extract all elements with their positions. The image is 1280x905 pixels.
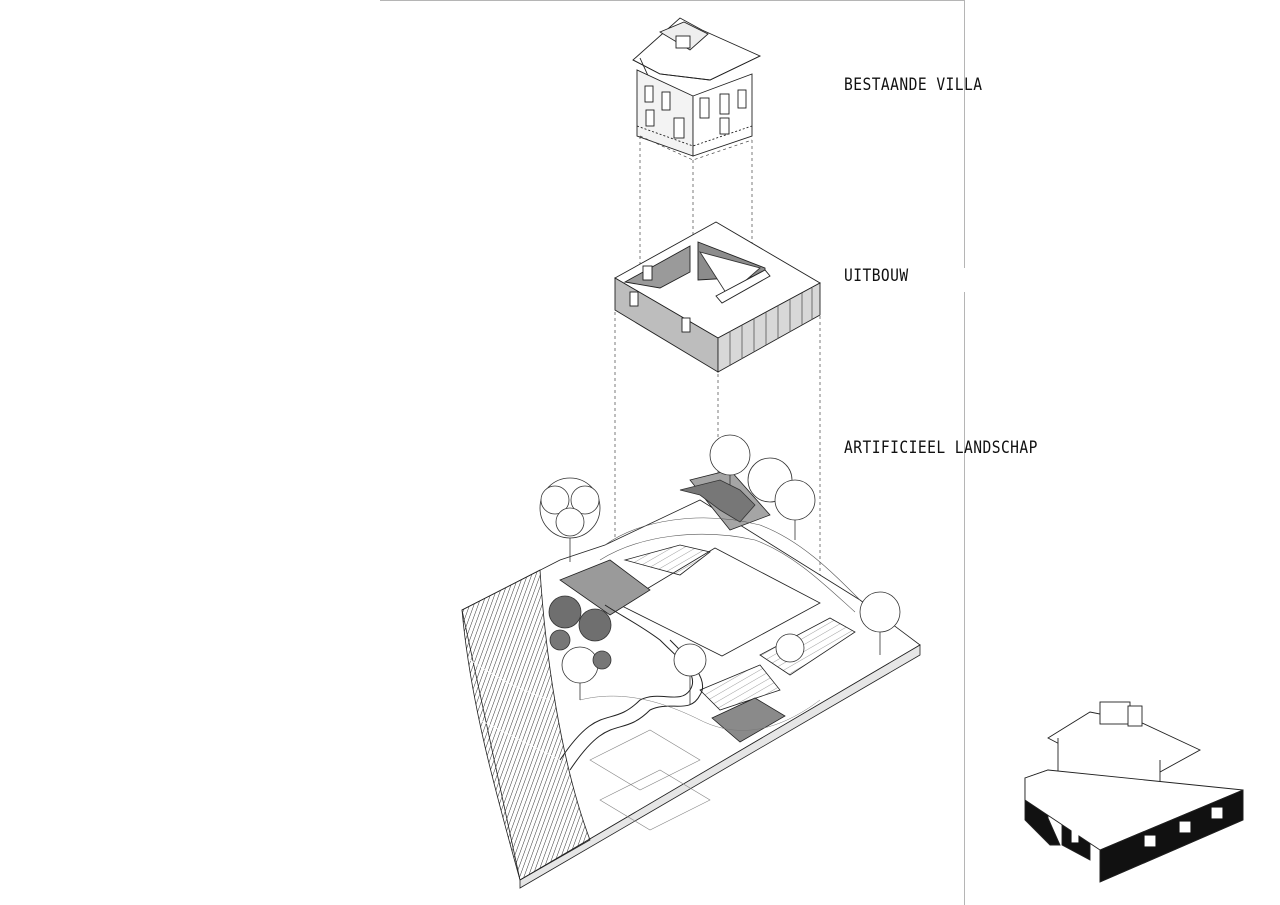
extension-volume xyxy=(614,221,821,373)
key-plan-axonometric xyxy=(1024,701,1244,883)
right-frame-line-upper xyxy=(964,0,965,268)
landscape-label: ARTIFICIEEL LANDSCHAP xyxy=(844,438,1038,458)
right-frame-line-lower xyxy=(964,292,965,905)
top-frame-line xyxy=(380,0,965,1)
extension-label: UITBOUW xyxy=(844,266,909,286)
existing-villa xyxy=(632,17,762,157)
landscape-trees xyxy=(539,434,901,705)
artificial-landscape xyxy=(461,469,921,889)
villa-label: BESTAANDE VILLA xyxy=(844,75,983,95)
